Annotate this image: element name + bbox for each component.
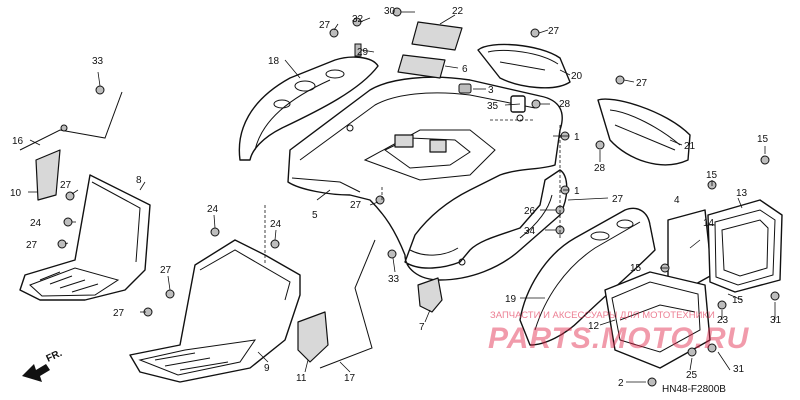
callout-19: 19 xyxy=(505,294,517,305)
front-arrow-label: FR. xyxy=(45,348,64,365)
callout-24: 24 xyxy=(207,204,219,215)
callout-5: 5 xyxy=(312,210,318,221)
callout-20: 20 xyxy=(571,71,583,82)
callout-7: 7 xyxy=(419,322,425,333)
part-19-side-panel xyxy=(519,207,656,346)
callout-15: 15 xyxy=(630,263,642,274)
part-18-rack-cover xyxy=(238,56,379,161)
part-20-upper-guard xyxy=(477,43,571,89)
callout-21: 21 xyxy=(684,141,696,152)
callout-27: 27 xyxy=(60,180,72,191)
callout-31: 31 xyxy=(733,364,745,375)
callout-23: 23 xyxy=(717,315,729,326)
callout-15: 15 xyxy=(732,295,744,306)
callout-35: 35 xyxy=(487,101,499,112)
part-16-stay xyxy=(19,91,123,201)
part-9-right-floor xyxy=(129,239,301,383)
part-12-lower-box xyxy=(604,271,711,369)
part-21-lower-guard xyxy=(597,98,691,166)
diagram-code: HN48-F2800B xyxy=(662,384,726,395)
callout-18: 18 xyxy=(268,56,280,67)
callout-27: 27 xyxy=(636,78,648,89)
callout-27: 27 xyxy=(160,265,172,276)
callout-16: 16 xyxy=(12,136,24,147)
part-8-left-floor xyxy=(19,174,151,301)
leader-lines xyxy=(28,11,776,383)
fasteners xyxy=(57,7,780,387)
callout-15: 15 xyxy=(706,170,718,181)
part-22-plate xyxy=(411,21,463,51)
watermark-small-text: ЗАПЧАСТИ И АКСЕССУАРЫ ДЛЯ МОТОТЕХНИКИ xyxy=(490,310,715,321)
callout-10: 10 xyxy=(10,188,22,199)
callout-labels: 27 32 30 22 29 18 6 3 35 28 20 27 27 1 1… xyxy=(10,6,782,389)
callout-27: 27 xyxy=(26,240,38,251)
callout-1: 1 xyxy=(574,186,580,197)
callout-27: 27 xyxy=(548,26,560,37)
callout-22: 22 xyxy=(452,6,464,17)
callout-28: 28 xyxy=(559,99,571,110)
callout-27: 27 xyxy=(113,308,125,319)
callout-28: 28 xyxy=(594,163,606,174)
callout-15: 15 xyxy=(757,134,769,145)
callout-2: 2 xyxy=(618,378,624,389)
callout-31: 31 xyxy=(770,315,782,326)
part-11-bracket xyxy=(297,311,329,363)
callout-9: 9 xyxy=(264,363,270,374)
callout-25: 25 xyxy=(686,370,698,381)
part-13-14-storage-box xyxy=(667,199,783,293)
part-17-stay xyxy=(319,239,376,369)
watermark-logo: PARTS.MOTO.RU xyxy=(488,322,750,355)
callout-3: 3 xyxy=(488,85,494,96)
part-5-rear-fender xyxy=(287,76,568,281)
part-3-grommet xyxy=(458,83,472,94)
callout-29: 29 xyxy=(357,47,369,58)
callout-32: 32 xyxy=(352,14,364,25)
part-6-plate xyxy=(397,54,446,79)
callout-12: 12 xyxy=(588,321,600,332)
watermark: ЗАПЧАСТИ И АКСЕССУАРЫ ДЛЯ МОТОТЕХНИКИ PA… xyxy=(488,310,750,355)
part-7-mudflap xyxy=(417,277,443,313)
callout-1: 1 xyxy=(574,132,580,143)
callout-6: 6 xyxy=(462,64,468,75)
callout-11: 11 xyxy=(296,373,307,384)
callout-13: 13 xyxy=(736,188,748,199)
callout-27: 27 xyxy=(350,200,362,211)
callout-26: 26 xyxy=(524,206,536,217)
callout-27: 27 xyxy=(319,20,331,31)
callout-27: 27 xyxy=(612,194,624,205)
callout-24: 24 xyxy=(270,219,282,230)
callout-17: 17 xyxy=(344,373,356,384)
callout-34: 34 xyxy=(524,226,536,237)
callout-33: 33 xyxy=(92,56,104,67)
callout-24: 24 xyxy=(30,218,42,229)
callout-4: 4 xyxy=(674,195,680,206)
callout-30: 30 xyxy=(384,6,396,17)
callout-33: 33 xyxy=(388,274,400,285)
front-arrow: FR. xyxy=(22,348,64,382)
callout-14: 14 xyxy=(703,218,715,229)
callout-8: 8 xyxy=(136,175,142,186)
